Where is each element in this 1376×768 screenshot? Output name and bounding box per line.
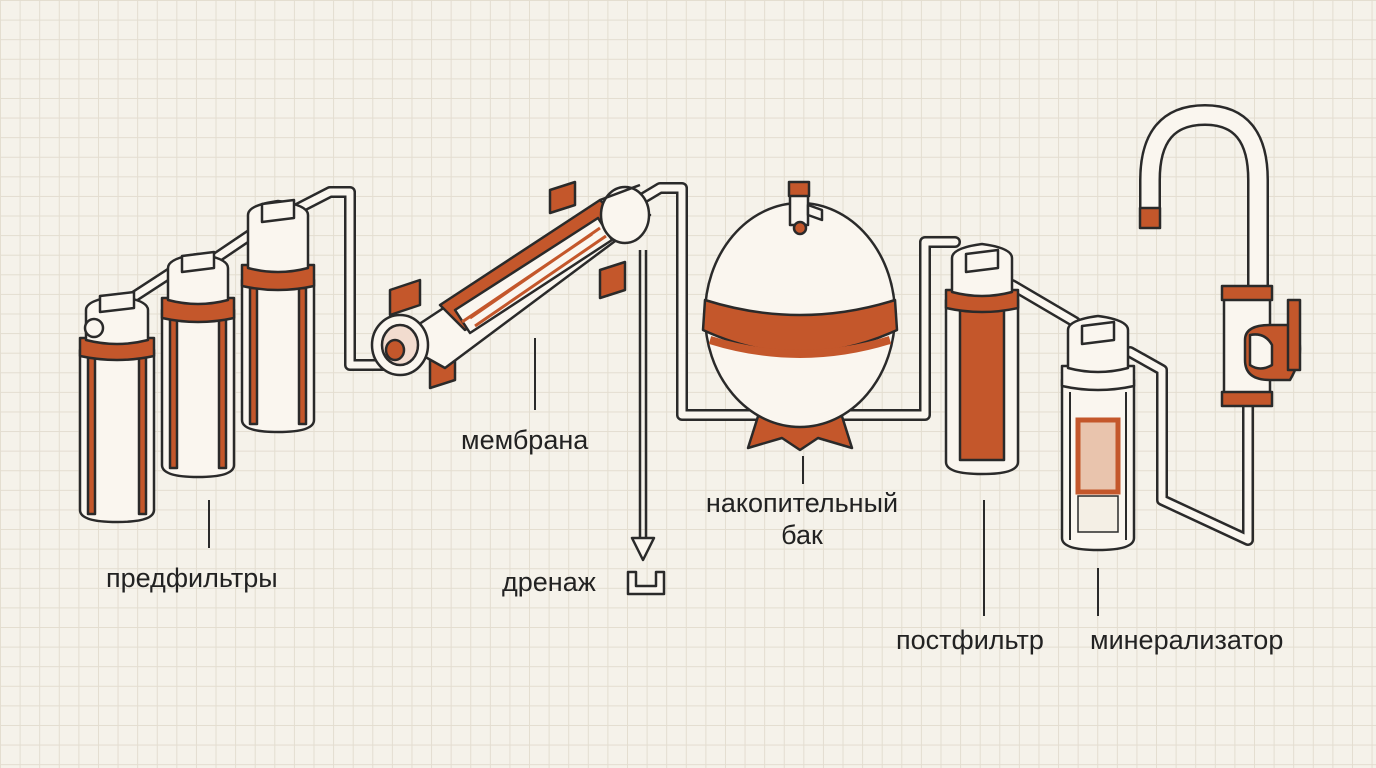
- mineralizer-icon: [1060, 314, 1136, 552]
- prefilter-2-icon: [160, 250, 236, 479]
- membrane-icon: [370, 180, 652, 390]
- label-membrane: мембрана: [461, 425, 589, 455]
- prefilter-1-icon: [78, 290, 156, 524]
- label-mineralizer: минерализатор: [1090, 625, 1284, 655]
- storage-tank-icon: [701, 180, 899, 452]
- label-postfilter: постфильтр: [896, 625, 1044, 655]
- drain-funnel-icon: [626, 250, 666, 596]
- postfilter-icon: [944, 242, 1020, 476]
- faucet-icon: [1138, 103, 1302, 408]
- mineralizer-leader: [1097, 568, 1099, 616]
- prefilter-3-icon: [240, 198, 316, 434]
- label-tank-line2: бак: [781, 520, 823, 550]
- membrane-leader: [534, 338, 536, 410]
- tank-leader: [802, 456, 804, 484]
- label-drain: дренаж: [502, 567, 596, 597]
- label-prefilters: предфильтры: [106, 563, 278, 593]
- prefilters-leader: [208, 500, 210, 548]
- label-tank-line1: накопительный: [705, 488, 899, 518]
- postfilter-leader: [983, 500, 985, 616]
